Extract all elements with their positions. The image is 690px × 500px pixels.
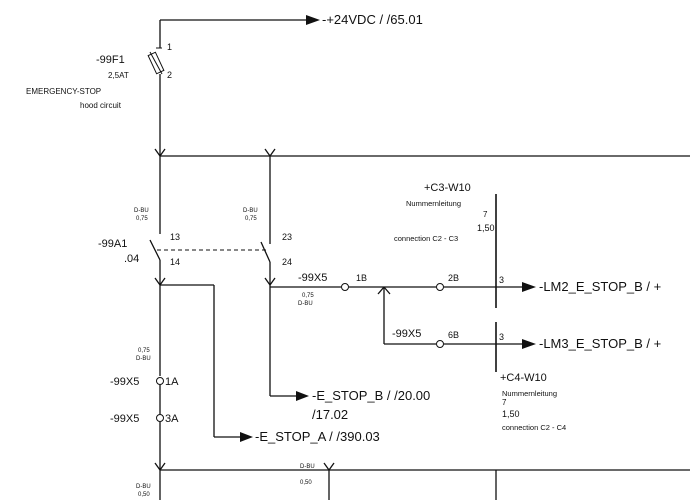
bus-join-mark-left <box>154 148 161 157</box>
branch-join-mark-right <box>269 148 276 157</box>
cable-c3-name: +C3-W10 <box>424 182 471 194</box>
wire-spec-a-l2: 0,75 <box>136 216 148 222</box>
cable-c4-name: +C4-W10 <box>500 372 547 384</box>
rail-join-mark-right <box>159 277 166 286</box>
estop-a-branch: -E_STOP_A / /390.03 <box>154 277 380 444</box>
wire-spec-d-l1: 0,75 <box>302 293 314 299</box>
cable-c3-cross-section: 1,50 <box>477 223 495 233</box>
wire-spec-b-l1: D-BU <box>243 208 258 214</box>
terminal-x5-3a[interactable]: -99X5 3A <box>110 413 179 425</box>
supply-feed: -+24VDC / /65.01 <box>159 12 423 48</box>
terminal-x5-6b-pin: 6B <box>448 330 459 340</box>
cable-c4-block: 3 +C4-W10 Nummernleitung 7 1,50 connecti… <box>499 332 566 432</box>
terminal-x5-3a-strip: -99X5 <box>110 413 139 425</box>
terminal-x5-3a-pin: 3A <box>165 413 179 425</box>
estop-b-arrow <box>296 391 309 401</box>
wire-spec-c-l1: 0,75 <box>138 348 150 354</box>
c24-join-mark-left <box>264 277 271 286</box>
contact2-blade <box>260 241 271 263</box>
wire-spec-e-l1: D-BU <box>136 484 151 490</box>
contact2-pin-top: 23 <box>282 232 292 242</box>
cable-c3-cores: 7 <box>483 210 488 219</box>
estop-b-label-line1: -E_STOP_B / /20.00 <box>312 388 430 403</box>
fuse-symbol <box>147 51 165 75</box>
cable-c3-connection: connection C2 - C3 <box>394 234 458 243</box>
supply-arrow <box>306 15 320 25</box>
rail-join-mark-left <box>154 277 161 286</box>
terminal-x5-2b-point <box>436 283 444 291</box>
bus-join-mark-right <box>159 148 166 157</box>
fuse-element-line <box>149 51 163 75</box>
terminal-x5-6b[interactable]: -99X5 6B <box>392 328 459 348</box>
wire-spec-f-l2: 0,50 <box>300 480 312 486</box>
terminal-x5-1b[interactable]: -99X5 1B <box>298 272 367 291</box>
cable-c3-pin: 3 <box>499 275 504 285</box>
upper-bus <box>154 74 690 242</box>
lower-drop-mark-left <box>323 462 330 471</box>
fuse-function-line1: EMERGENCY-STOP <box>26 87 101 96</box>
terminal-x5-1b-pin: 1B <box>356 273 367 283</box>
estop-a-label: -E_STOP_A / /390.03 <box>255 429 380 444</box>
lm3-label: -LM3_E_STOP_B / + <box>539 336 661 351</box>
terminal-x5-1a[interactable]: -99X5 1A <box>110 376 179 388</box>
terminal-x5-1b-point <box>341 283 349 291</box>
fuse-function-line2: hood circuit <box>80 101 122 110</box>
relay-99a1[interactable]: -99A1 .04 13 14 23 24 <box>98 226 292 285</box>
lm2-arrow <box>522 282 536 292</box>
supply-label: -+24VDC / /65.01 <box>322 12 423 27</box>
estop-b-branch: -E_STOP_B / /20.00 /17.02 <box>264 277 430 422</box>
wire-spec-b-l2: 0,75 <box>245 216 257 222</box>
cable-c3-type: Nummernleitung <box>406 199 461 208</box>
cable-c4-pin: 3 <box>499 332 504 342</box>
cable-c3-block: +C3-W10 Nummernleitung 7 1,50 connection… <box>394 182 504 285</box>
estop-a-arrow <box>240 432 253 442</box>
lm3-join-mark-right <box>383 286 391 295</box>
wire-spec-d-l2: D-BU <box>298 301 313 307</box>
relay-designation: -99A1 <box>98 238 127 250</box>
lower-bus <box>154 450 690 500</box>
wire-spec-f-l1: D-BU <box>300 464 315 470</box>
lower-join-mark-right <box>159 462 166 471</box>
contact1-pin-top: 13 <box>170 232 180 242</box>
terminal-x5-1a-pin: 1A <box>165 376 179 388</box>
cable-c4-type: Nummernleitung <box>502 389 557 398</box>
terminal-x5-3a-point <box>156 414 164 422</box>
fuse-rating: 2,5AT <box>108 71 129 80</box>
cable-c4-connection: connection C2 - C4 <box>502 423 566 432</box>
terminal-x5-1b-strip: -99X5 <box>298 272 327 284</box>
fuse-designation: -99F1 <box>96 54 125 66</box>
terminal-x5-6b-strip: -99X5 <box>392 328 421 340</box>
lower-join-mark-left <box>154 462 161 471</box>
fuse-pin2-label: 2 <box>167 70 172 80</box>
contact1-blade <box>149 239 161 261</box>
cable-c4-cross-section: 1,50 <box>502 409 520 419</box>
cable-c4-cores: 7 <box>502 398 507 407</box>
terminal-x5-2b-pin: 2B <box>448 273 459 283</box>
terminal-x5-2b[interactable]: 2B <box>436 273 460 291</box>
branch-join-mark-left <box>264 148 271 157</box>
lm2-label: -LM2_E_STOP_B / + <box>539 279 661 294</box>
wire-spec-c-l2: D-BU <box>136 356 151 362</box>
lm3-join-mark-left <box>377 286 385 295</box>
fuse-99f1[interactable]: 1 2 -99F1 2,5AT EMERGENCY-STOP hood circ… <box>26 42 172 110</box>
fuse-pin1-label: 1 <box>167 42 172 52</box>
estop-b-label-line2: /17.02 <box>312 407 348 422</box>
lm3-arrow <box>522 339 536 349</box>
lower-drop-mark-right <box>328 462 335 471</box>
contact2-pin-bottom: 24 <box>282 257 292 267</box>
terminal-x5-1a-point <box>156 377 164 385</box>
relay-sub-ref: .04 <box>124 253 139 265</box>
wire-spec-a-l1: D-BU <box>134 208 149 214</box>
contact1-pin-bottom: 14 <box>170 257 180 267</box>
wire-spec-e-l2: 0,50 <box>138 492 150 498</box>
c24-join-mark-right <box>269 277 276 286</box>
terminal-x5-1a-strip: -99X5 <box>110 376 139 388</box>
terminal-x5-6b-point <box>436 340 444 348</box>
